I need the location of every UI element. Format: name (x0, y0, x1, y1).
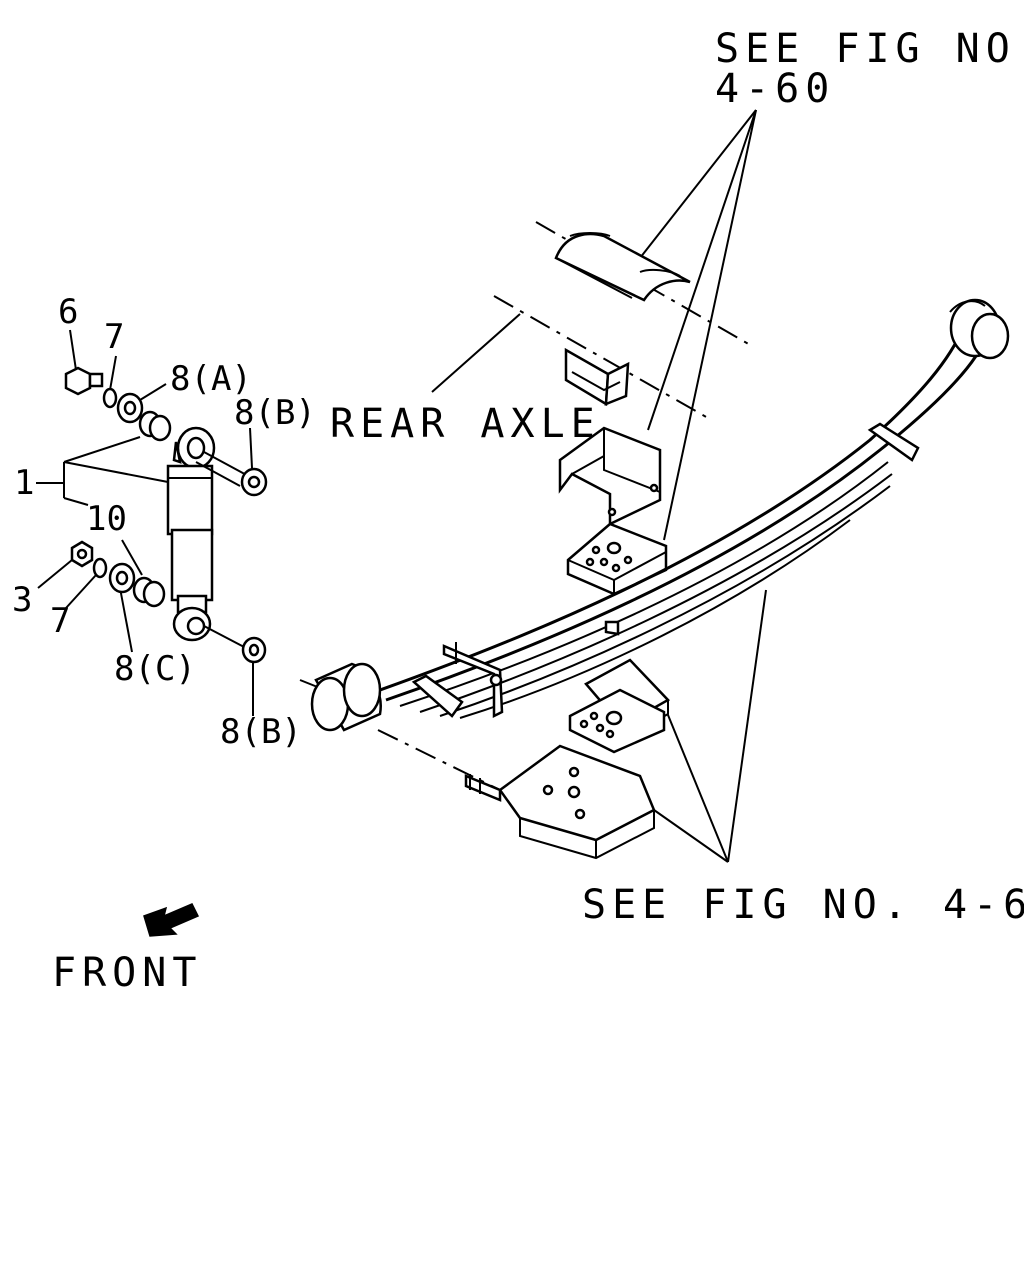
rear-axle-label: REAR AXLE (330, 401, 601, 447)
leaf-spring (310, 298, 1010, 732)
see-fig-bottom: SEE FIG NO. 4-60 (582, 882, 1024, 928)
spring-seat-bracket (564, 347, 630, 407)
callout-6: 6 (58, 292, 78, 332)
callout-8b-top: 8(B) (234, 393, 316, 433)
front-label: FRONT (52, 950, 202, 996)
spring-pad-lower (568, 688, 666, 754)
shock-absorber (166, 426, 253, 649)
see-fig-top-line2: 4-60 (715, 66, 835, 112)
callout-7-bottom: 7 (50, 601, 70, 641)
callout-1: 1 (14, 463, 34, 503)
callout-10: 10 (86, 499, 127, 539)
spring-seat-lower (464, 744, 656, 860)
callout-7-top: 7 (104, 317, 124, 357)
callout-8b-bottom: 8(B) (220, 712, 302, 752)
see-fig-top-line1: SEE FIG NO. (715, 26, 1024, 72)
leader-lines (36, 109, 767, 863)
spring-pad-upper (566, 522, 668, 596)
axle-saddle-upper (554, 232, 691, 302)
callout-3: 3 (12, 580, 32, 620)
callout-8c: 8(C) (114, 649, 196, 689)
hardware (64, 366, 268, 664)
front-arrow-icon (143, 903, 200, 937)
callout-8a: 8(A) (170, 359, 252, 399)
